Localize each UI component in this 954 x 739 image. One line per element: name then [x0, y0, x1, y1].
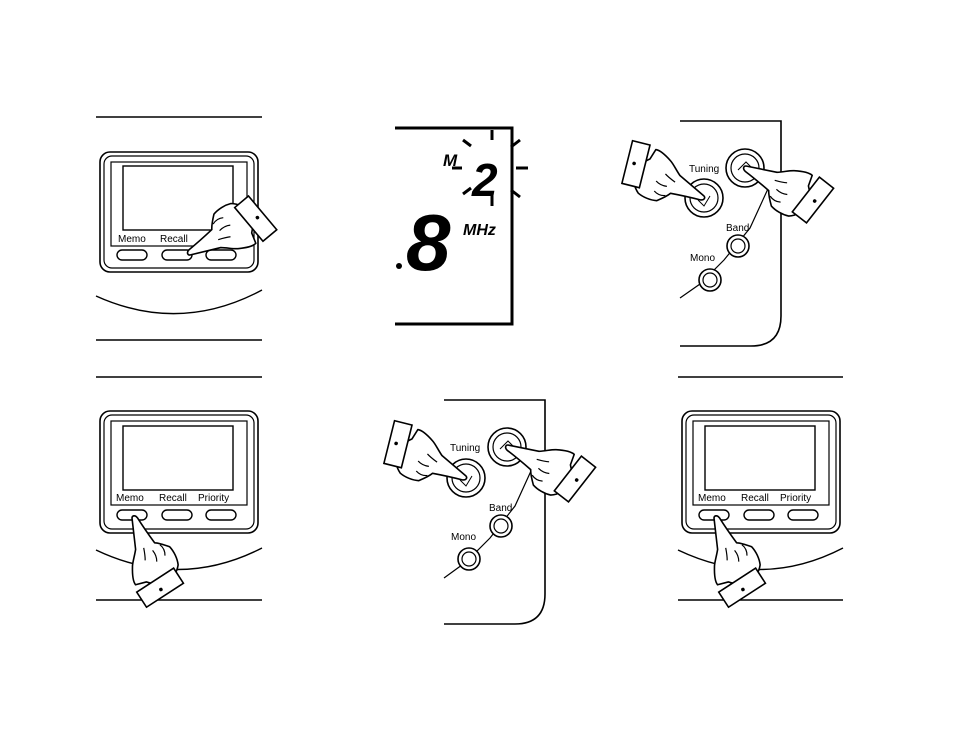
recall-button[interactable] [743, 509, 775, 521]
band-label: Band [726, 223, 749, 234]
panel-memo-press-right: Memo Recall Priority [677, 376, 844, 610]
panel-memo-press-left: Memo Recall Priority [95, 376, 263, 610]
recall-label: Recall [160, 234, 188, 245]
mono-button[interactable] [698, 268, 722, 292]
memo-label: Memo [698, 493, 726, 504]
lcd-frame [395, 126, 514, 326]
priority-label: Priority [780, 493, 811, 504]
mono-button[interactable] [457, 547, 481, 571]
priority-button[interactable] [205, 509, 237, 521]
recall-button[interactable] [161, 509, 193, 521]
decimal-point [396, 263, 402, 269]
priority-button[interactable] [787, 509, 819, 521]
mono-label: Mono [451, 532, 476, 543]
mono-label: Mono [690, 253, 715, 264]
band-label: Band [489, 503, 512, 514]
recall-label: Recall [741, 493, 769, 504]
memo-button[interactable] [116, 249, 148, 261]
panel-tuning-press-2: Tuning Band Mono [375, 399, 598, 625]
panel-lcd-display: M 2 8 MHz [395, 126, 528, 326]
frequency-digit: 8 [406, 198, 451, 287]
unit-label: MHz [463, 222, 496, 239]
memo-label: Memo [118, 234, 146, 245]
priority-button[interactable] [205, 249, 237, 261]
tuning-label: Tuning [689, 164, 719, 175]
preset-number: 2 [471, 154, 498, 206]
band-button[interactable] [489, 514, 513, 538]
tuning-label: Tuning [450, 443, 480, 454]
panel-recall-press: Memo Recall [95, 116, 279, 341]
flashing-rays [452, 130, 528, 206]
band-button[interactable] [726, 234, 750, 258]
memory-indicator: M [443, 151, 458, 170]
lcd-screen [122, 425, 234, 491]
memo-label: Memo [116, 493, 144, 504]
priority-label: Priority [198, 493, 229, 504]
lcd-screen [704, 425, 816, 491]
panel-tuning-press: Tuning Band Mono [613, 120, 836, 347]
recall-label: Recall [159, 493, 187, 504]
